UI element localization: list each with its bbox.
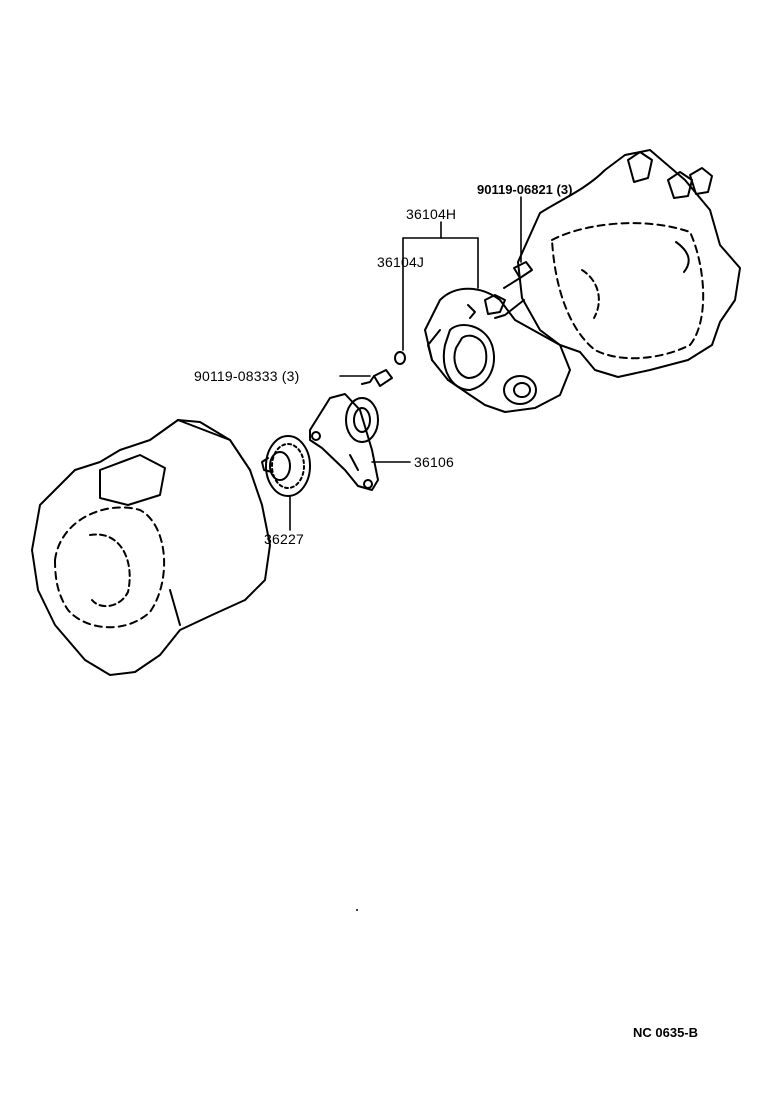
stray-dot — [356, 909, 358, 911]
transfer-case — [31, 419, 271, 676]
label-36106: 36106 — [414, 454, 454, 470]
label-36227: 36227 — [264, 531, 304, 547]
label-bolt-upper: 90119-06821 (3) — [477, 182, 573, 197]
cover-plate — [424, 287, 571, 413]
leader-lines — [289, 196, 522, 531]
label-bolt-lower: 90119-08333 (3) — [194, 368, 300, 384]
bolt-upper — [503, 261, 533, 289]
driven-gear — [261, 435, 311, 497]
bracket-assembly — [309, 393, 379, 491]
figure-code: NC 0635-B — [633, 1025, 699, 1040]
o-ring — [394, 351, 406, 365]
label-36104H: 36104H — [406, 206, 457, 222]
transmission-case — [494, 149, 741, 378]
bolt-lower — [361, 369, 393, 387]
label-36104J: 36104J — [377, 254, 425, 270]
